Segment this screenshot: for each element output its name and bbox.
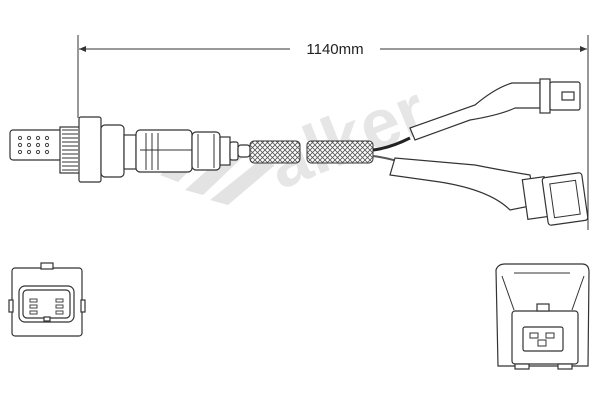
connector-face-right <box>495 263 590 370</box>
dimension-line <box>77 35 589 230</box>
svg-text:alker: alker <box>256 70 437 204</box>
braided-cable <box>249 140 374 164</box>
connector-face-left <box>8 262 86 337</box>
lower-connector <box>389 157 589 226</box>
oxygen-sensor <box>9 116 251 183</box>
length-label: 1140mm <box>306 41 363 58</box>
upper-connector <box>409 78 581 141</box>
